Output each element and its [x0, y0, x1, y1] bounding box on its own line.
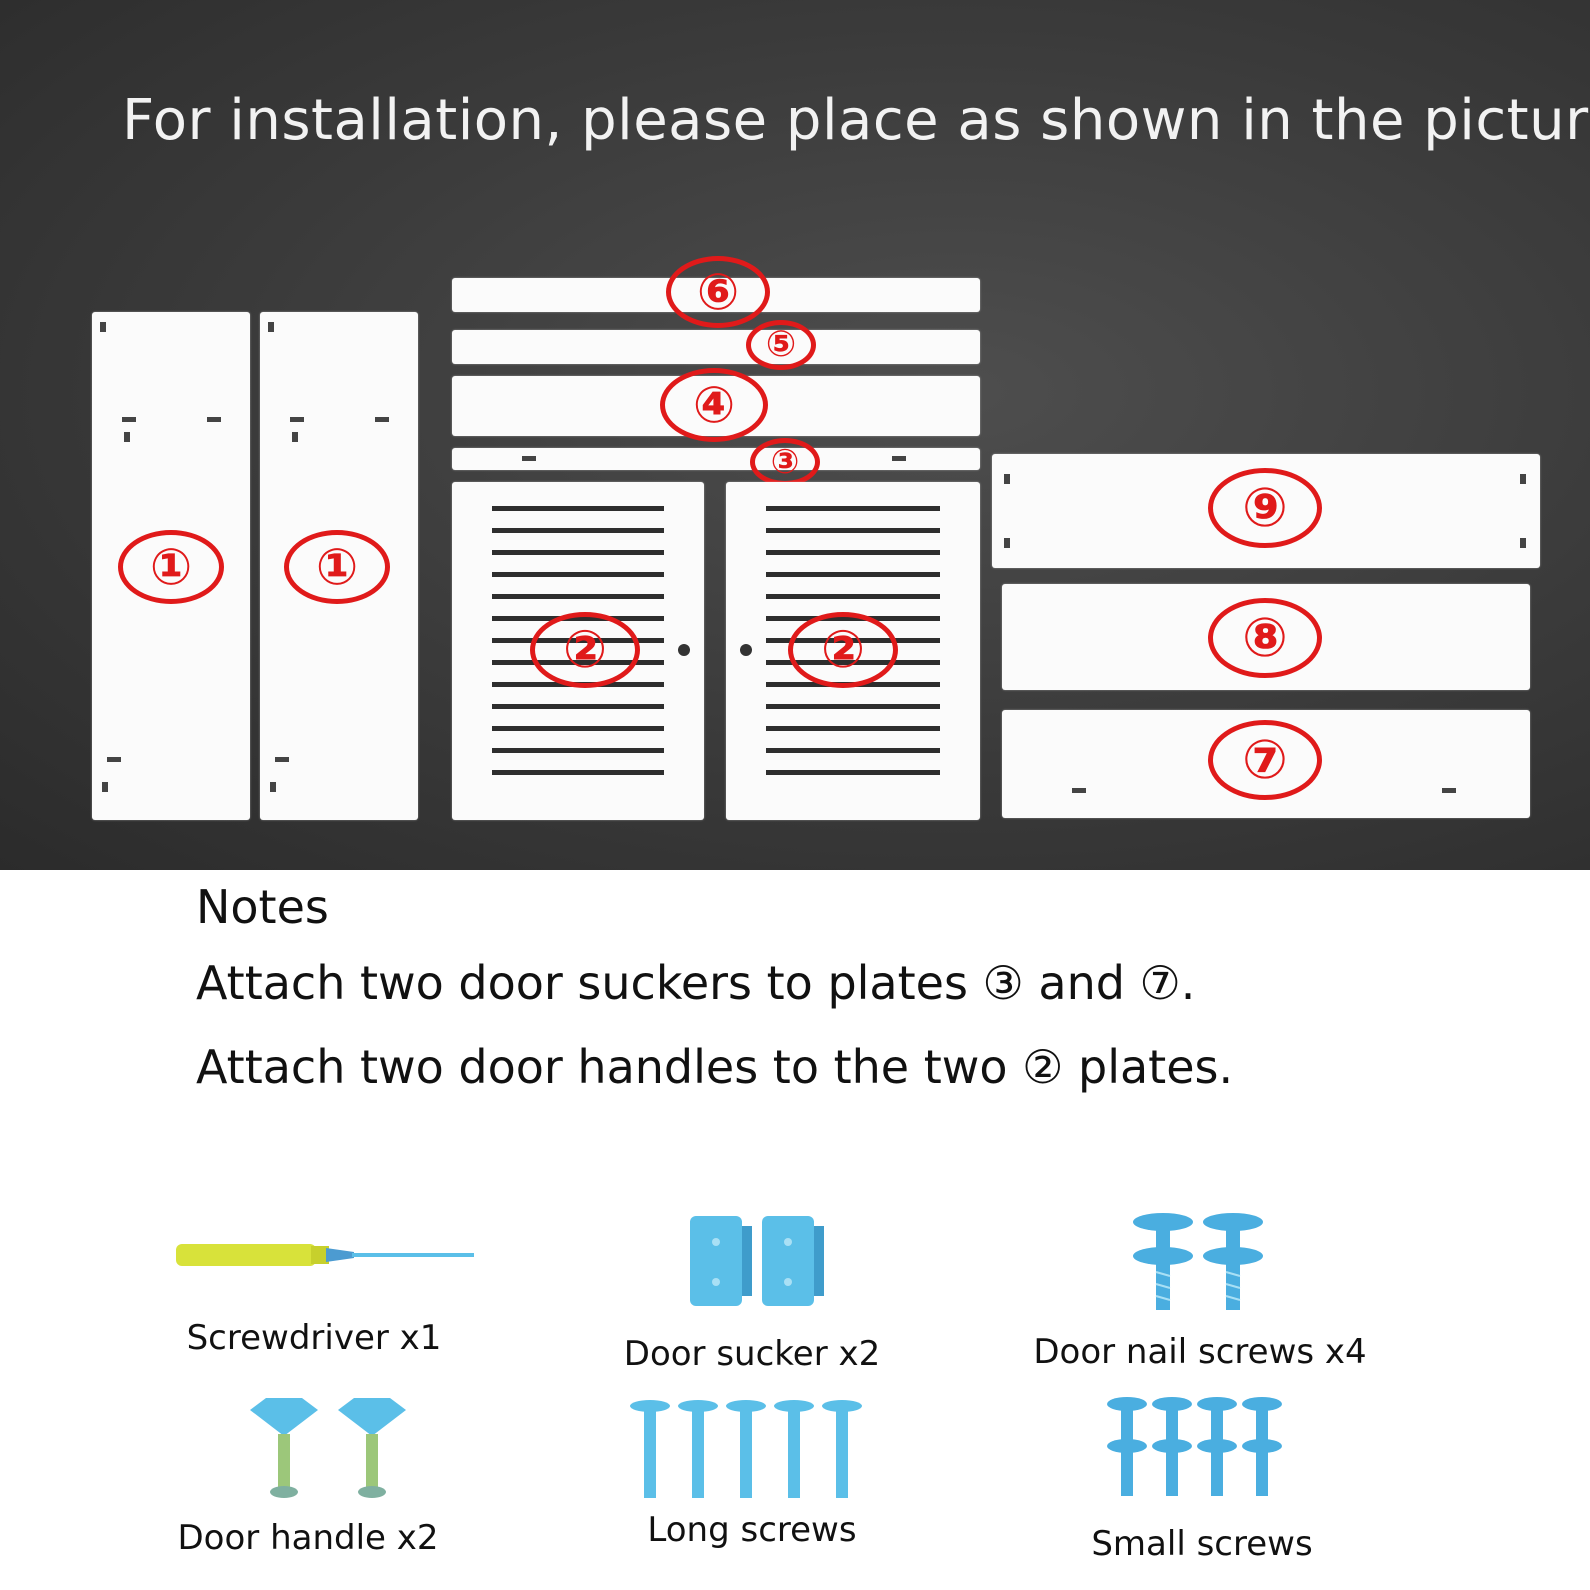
small-screws-icon	[1107, 1397, 1282, 1496]
plate-3	[452, 448, 980, 470]
door-sucker-label: Door sucker x2	[623, 1334, 881, 1374]
parts-diagram: For installation, please place as shown …	[0, 0, 1590, 870]
marker-9: ⑨	[1208, 468, 1322, 548]
plate-5	[452, 330, 980, 364]
marker-2-right: ②	[788, 612, 898, 688]
marker-7: ⑦	[1208, 720, 1322, 800]
marker-6: ⑥	[666, 256, 770, 328]
long-screws-icon	[630, 1400, 862, 1498]
notes-heading: Notes	[196, 880, 329, 934]
marker-2-left: ②	[530, 612, 640, 688]
door-nail-screws-icon	[1133, 1213, 1263, 1310]
screwdriver-label: Screwdriver x1	[186, 1318, 442, 1358]
marker-5: ⑤	[746, 320, 816, 370]
marker-4: ④	[660, 368, 768, 442]
long-screws-label: Long screws	[647, 1510, 857, 1550]
door-handle-icon	[250, 1398, 406, 1498]
marker-1-right: ①	[284, 530, 390, 604]
small-screws-label: Small screws	[1091, 1524, 1313, 1564]
door-handle-label: Door handle x2	[177, 1518, 439, 1558]
screwdriver-icon	[176, 1244, 474, 1266]
note-line-1: Attach two door suckers to plates ③ and …	[196, 956, 1196, 1010]
note-line-2: Attach two door handles to the two ② pla…	[196, 1040, 1234, 1094]
door-sucker-icon	[690, 1216, 824, 1306]
notes-section: Notes Attach two door suckers to plates …	[196, 880, 1233, 1124]
marker-8: ⑧	[1208, 598, 1322, 678]
door-nail-screws-label: Door nail screws x4	[1033, 1332, 1367, 1372]
marker-1-left: ①	[118, 530, 224, 604]
diagram-title: For installation, please place as shown …	[122, 88, 1590, 153]
marker-3: ③	[750, 438, 820, 486]
